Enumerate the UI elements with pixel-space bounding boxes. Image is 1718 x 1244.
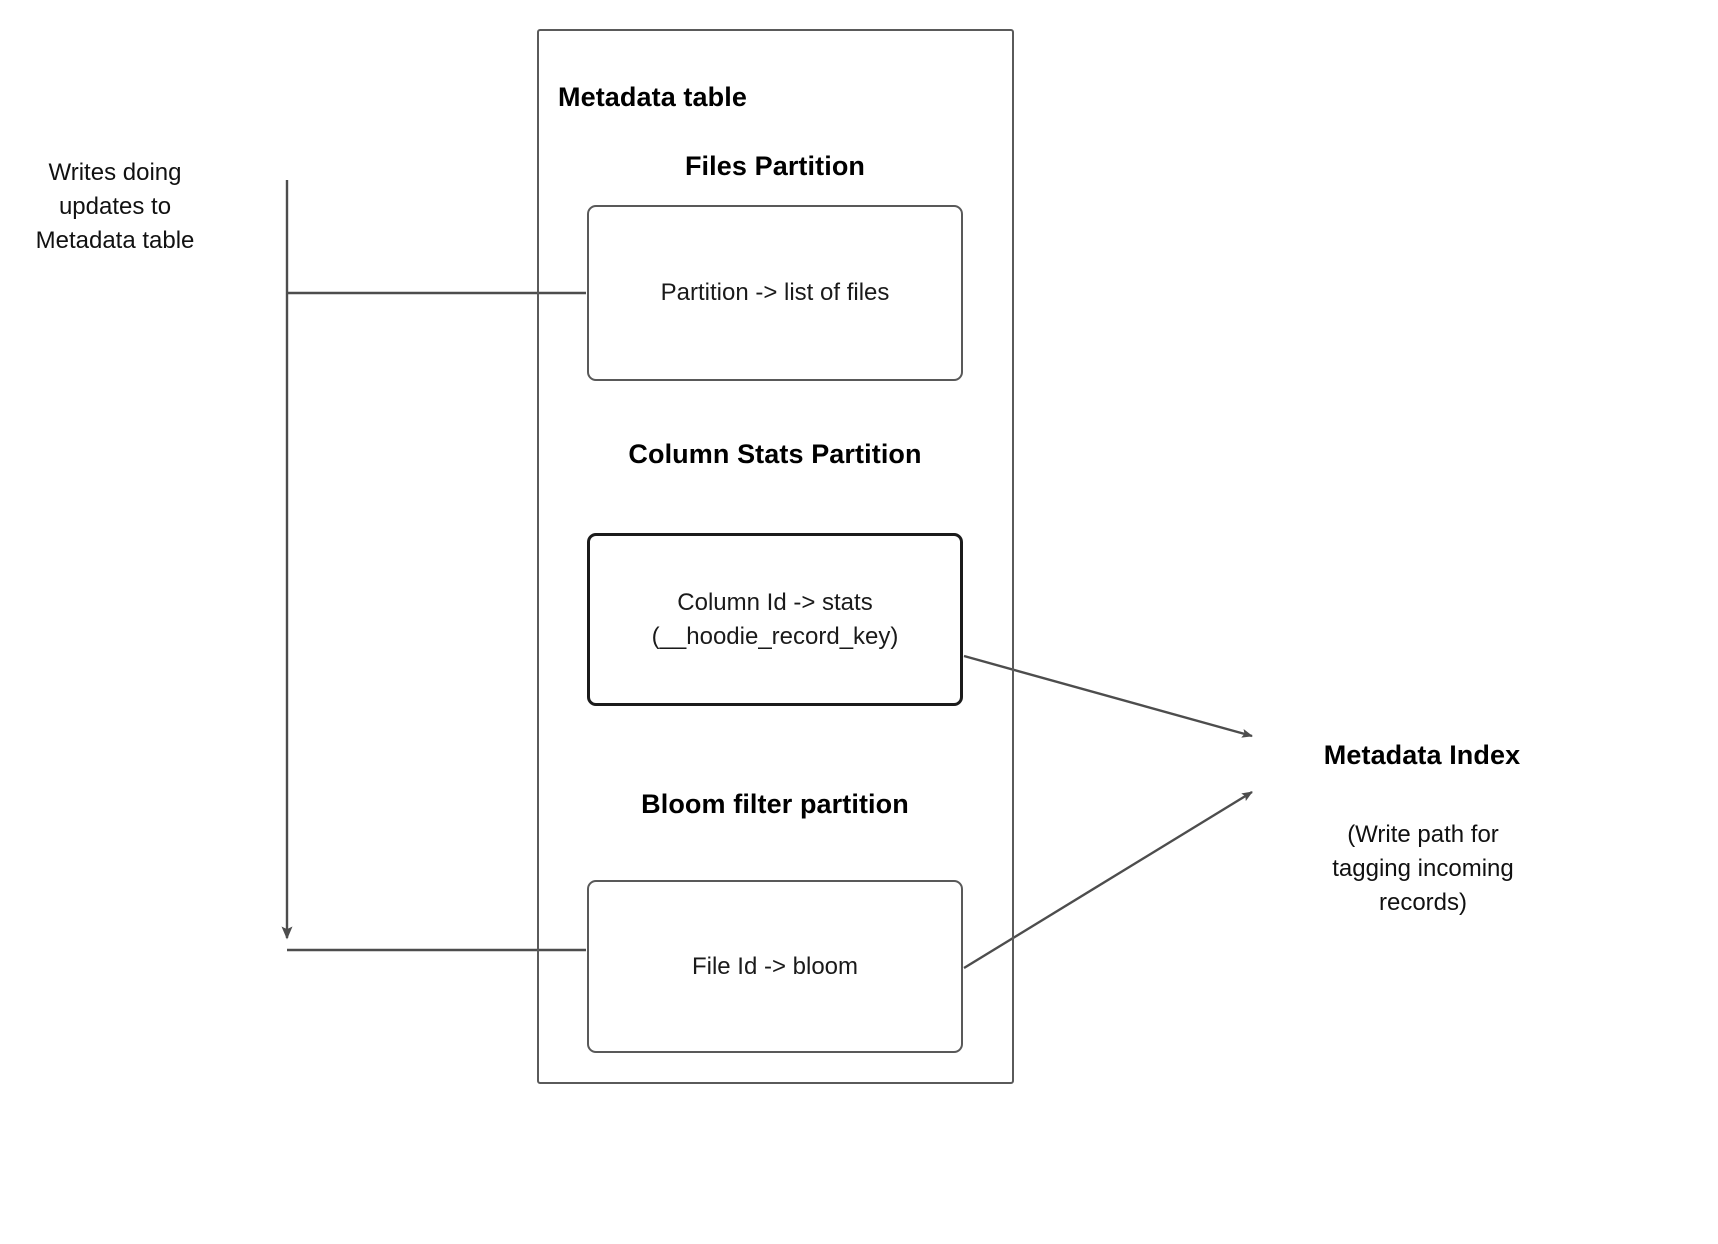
writes-doing-updates-note: Writes doing updates to Metadata table	[35, 159, 195, 254]
metadata-index-title: Metadata Index	[1323, 740, 1521, 770]
metadata-table-label: Metadata table	[558, 82, 747, 112]
metadata-table-container	[537, 29, 1014, 1084]
bloom-filter-partition-box[interactable]: File Id -> bloom	[587, 880, 963, 1053]
files-partition-box-label: Partition -> list of files	[660, 279, 890, 306]
column-stats-partition-box[interactable]: Column Id -> stats (__hoodie_record_key)	[587, 533, 963, 706]
bloom-filter-partition-box-label: File Id -> bloom	[691, 952, 859, 980]
metadata-index-subtitle: (Write path for tagging incoming records…	[1332, 821, 1514, 916]
files-partition-heading: Files Partition	[684, 151, 866, 181]
bloom-filter-partition-heading: Bloom filter partition	[641, 789, 909, 819]
column-stats-partition-heading: Column Stats Partition	[628, 439, 922, 469]
files-partition-box[interactable]: Partition -> list of files	[587, 205, 963, 381]
column-stats-partition-box-label: Column Id -> stats (__hoodie_record_key)	[651, 588, 899, 650]
